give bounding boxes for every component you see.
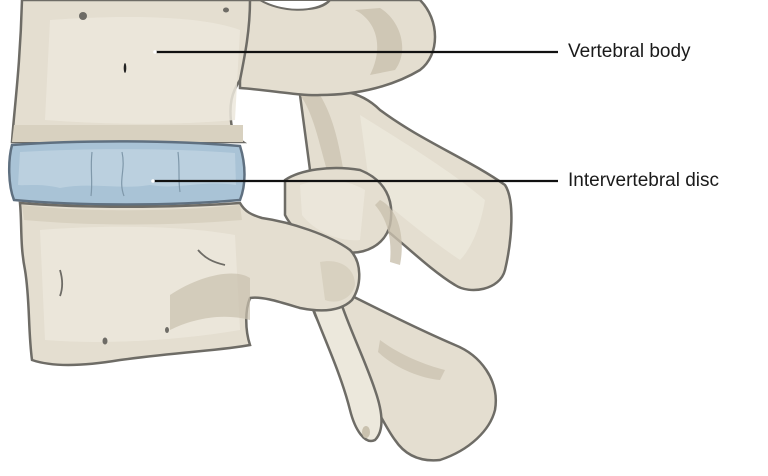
upper-articular-process — [238, 0, 437, 97]
label-intervertebral-disc: Intervertebral disc — [568, 170, 720, 191]
label-vertebral-body: Vertebral body — [568, 41, 691, 62]
lower-spinous-process — [308, 288, 498, 462]
upper-vertebral-body — [10, 0, 252, 144]
lower-vertebral-body — [18, 201, 361, 367]
leader-anchor-vertebral-body — [153, 50, 157, 54]
upper-spinous-process — [298, 88, 513, 292]
leader-anchor-intervertebral-disc — [151, 179, 155, 183]
intervertebral-disc — [8, 140, 246, 206]
